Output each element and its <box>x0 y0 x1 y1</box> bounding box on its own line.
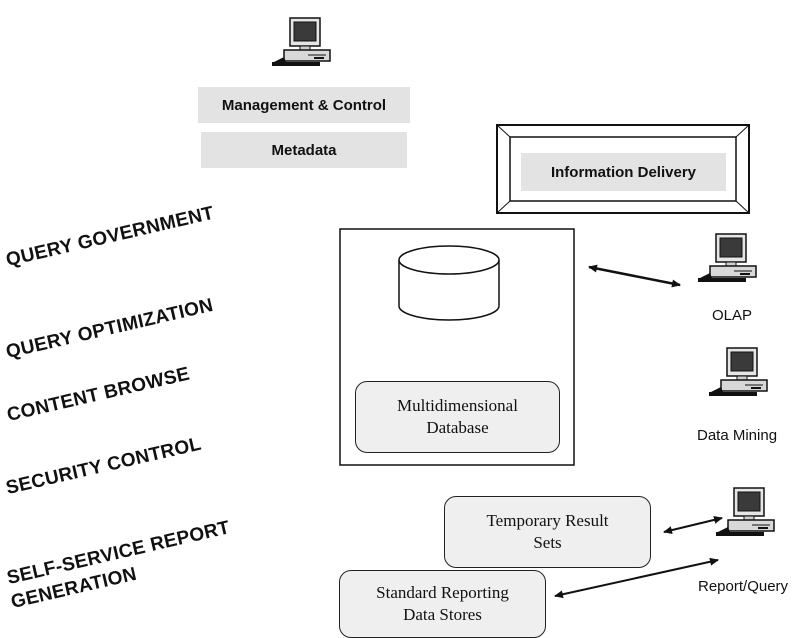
management-computer-icon <box>271 17 331 67</box>
report-query-computer-icon <box>715 487 775 537</box>
data-mining-computer-icon <box>708 347 768 397</box>
information-delivery-label: Information Delivery <box>550 163 697 181</box>
temp-results-line2: Sets <box>533 533 562 552</box>
temp-results-line1: Temporary Result <box>486 510 609 530</box>
temp-results-arrow <box>663 515 723 535</box>
data-mining-label: Data Mining <box>697 427 778 444</box>
report-query-label: Report/Query <box>698 578 789 595</box>
olap-computer-icon <box>697 233 757 283</box>
information-delivery-box: Information Delivery <box>521 153 726 191</box>
database-olap-arrow <box>588 264 681 288</box>
standard-reporting-line1: Standard Reporting <box>376 582 509 602</box>
database-cylinder-icon <box>398 245 500 321</box>
standard-reporting-box: Standard Reporting Data Stores <box>339 570 546 638</box>
metadata-box: Metadata <box>201 132 407 168</box>
olap-label: OLAP <box>712 307 753 324</box>
metadata-label: Metadata <box>271 141 337 159</box>
temporary-result-sets-box: Temporary Result Sets <box>444 496 651 568</box>
management-control-box: Management & Control <box>198 87 410 123</box>
management-control-label: Management & Control <box>221 96 387 114</box>
standard-reporting-arrow <box>554 557 719 599</box>
database-label-line1: Multidimensional <box>397 395 518 415</box>
database-label-line2: Database <box>426 418 489 437</box>
multidimensional-database-box: Multidimensional Database <box>355 381 560 453</box>
standard-reporting-line2: Data Stores <box>403 605 482 624</box>
